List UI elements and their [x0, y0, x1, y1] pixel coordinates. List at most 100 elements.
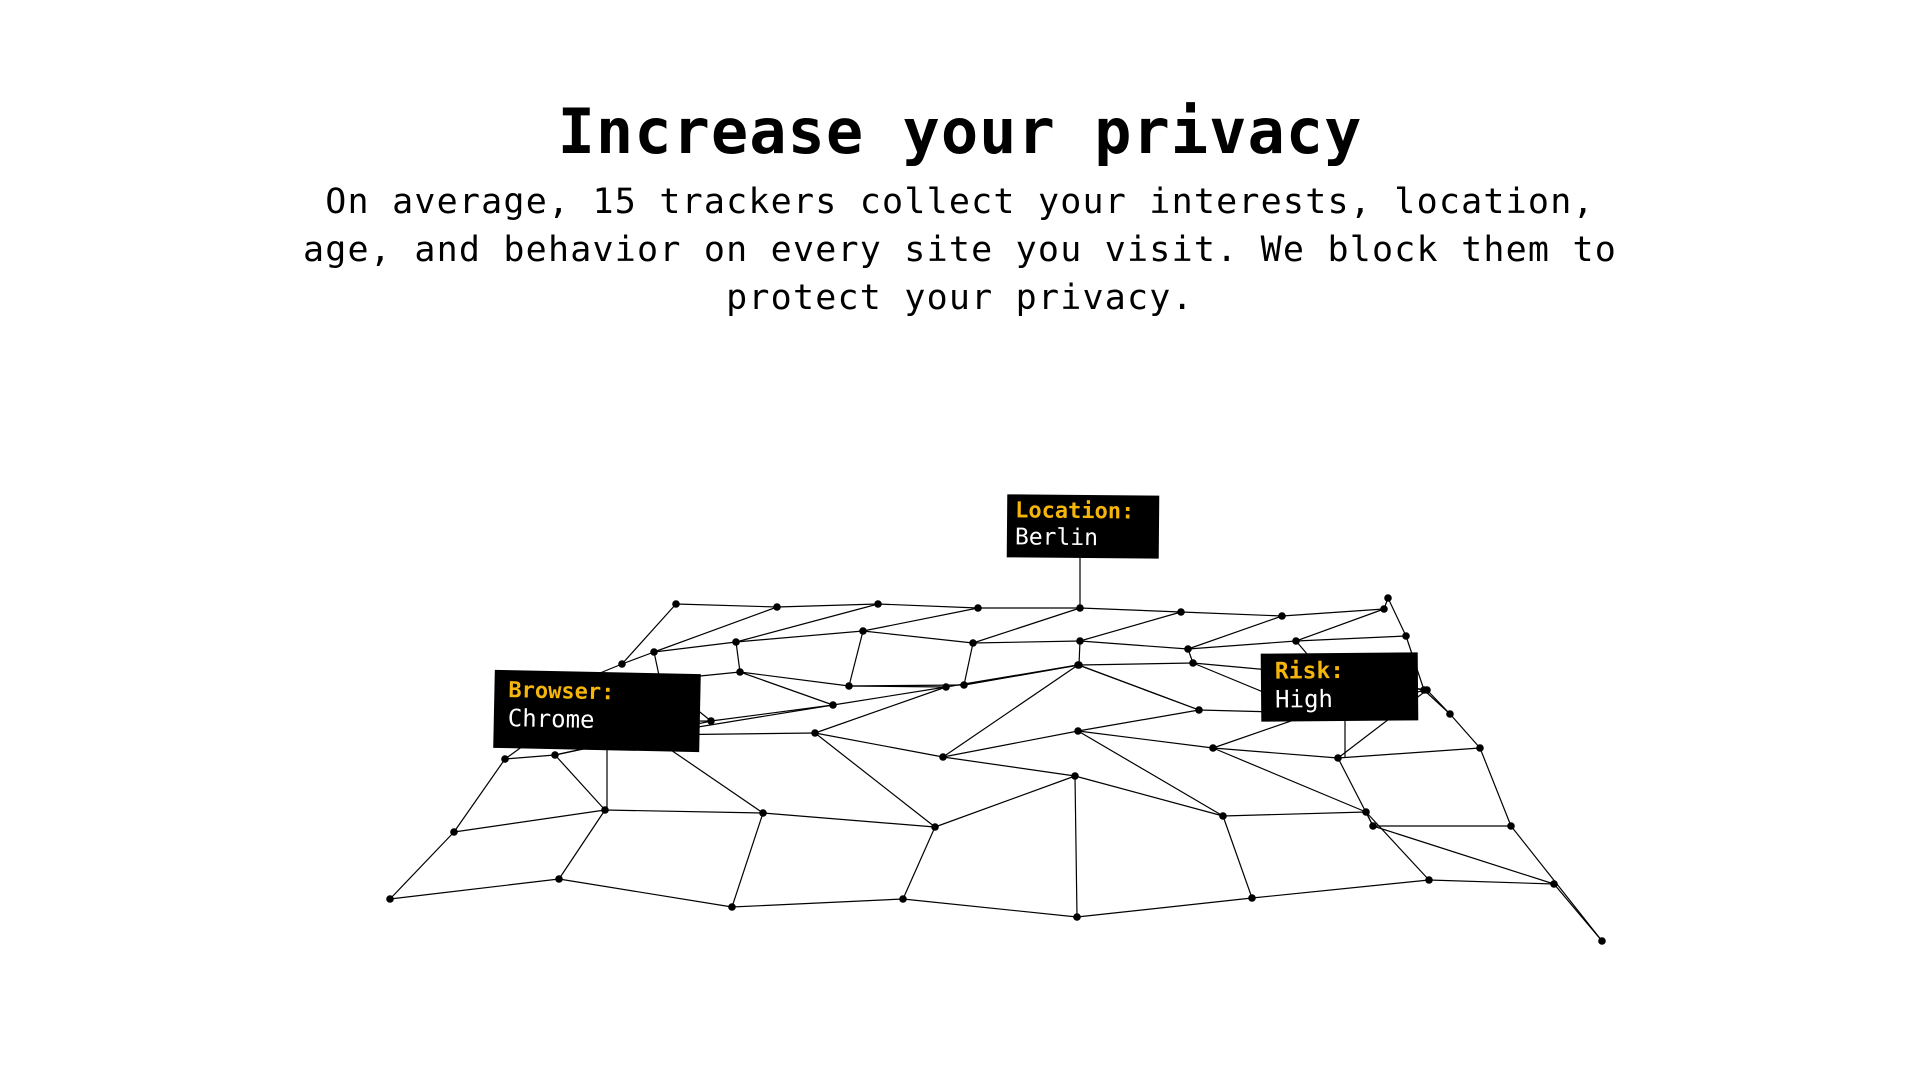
mesh-edge	[972, 607, 1081, 644]
mesh-edge	[1076, 897, 1253, 918]
mesh-edge	[1074, 775, 1224, 817]
mesh-node	[650, 648, 658, 656]
mesh-edge	[1295, 608, 1385, 642]
mesh-edge	[814, 686, 947, 734]
mesh-edge	[1372, 825, 1555, 885]
mesh-edge	[653, 606, 778, 653]
mesh-node	[969, 639, 977, 647]
mesh-node	[736, 668, 744, 676]
mesh-edge	[1079, 607, 1182, 613]
mesh-node	[386, 895, 394, 903]
mesh-edge	[731, 812, 764, 908]
mesh-edge	[1387, 597, 1407, 637]
mesh-edge	[1079, 611, 1182, 642]
mesh-edge	[735, 603, 879, 643]
mesh-edge	[1078, 662, 1194, 666]
mesh-edge	[731, 898, 904, 908]
tag-stems	[606, 558, 1346, 810]
mesh-node	[1334, 754, 1342, 762]
mesh-node	[829, 701, 837, 709]
mesh-node	[874, 600, 882, 608]
mesh-node	[618, 660, 626, 668]
mesh-edge	[942, 730, 1079, 758]
mesh-node	[939, 753, 947, 761]
mesh-edge	[1079, 640, 1189, 650]
mesh-node	[845, 682, 853, 690]
mesh-node	[1184, 645, 1192, 653]
mesh-edge	[1212, 747, 1367, 813]
mesh-edge	[1553, 883, 1603, 942]
mesh-node	[1476, 744, 1484, 752]
mesh-node	[1189, 659, 1197, 667]
mesh-edge	[621, 603, 677, 665]
mesh-edge	[554, 754, 606, 811]
mesh-edge	[1077, 730, 1214, 749]
page-subtitle: On average, 15 trackers collect your int…	[302, 182, 1618, 318]
mesh-node	[1425, 876, 1433, 884]
mesh-node	[759, 809, 767, 817]
mesh-node	[960, 681, 968, 689]
mesh-node	[974, 604, 982, 612]
mesh-edge	[558, 878, 733, 908]
mesh-edge	[902, 898, 1078, 918]
mesh-node	[707, 717, 715, 725]
mesh-edge	[832, 686, 947, 706]
mesh-lines	[389, 597, 1603, 942]
risk-tag: Risk: High	[1260, 652, 1419, 722]
page-title: Increase your privacy	[557, 95, 1363, 168]
mesh-node	[1177, 608, 1185, 616]
mesh-edge	[621, 651, 655, 665]
mesh-edge	[735, 641, 741, 673]
mesh-node	[859, 627, 867, 635]
mesh-edge	[1074, 775, 1078, 918]
mesh-edge	[653, 641, 737, 653]
mesh-edge	[848, 685, 947, 688]
mesh-edge	[814, 732, 936, 828]
mesh-edge	[735, 630, 864, 643]
mesh-edge	[902, 826, 936, 900]
browser-tag: Browser: Chrome	[493, 669, 701, 753]
location-tag-value: Berlin	[1014, 524, 1099, 552]
mesh-edge	[453, 809, 606, 833]
mesh-node	[1446, 710, 1454, 718]
mesh-edge	[675, 603, 778, 608]
mesh-nodes	[386, 594, 1606, 945]
location-tag: Location: Berlin	[1006, 494, 1160, 559]
mesh-node	[450, 828, 458, 836]
mesh-node	[501, 755, 509, 763]
mesh-node	[1278, 612, 1286, 620]
browser-tag-key: Browser:	[508, 678, 615, 706]
mesh-edge	[1222, 811, 1367, 817]
browser-tag-value: Chrome	[507, 704, 595, 734]
mesh-edge	[1077, 730, 1224, 817]
mesh-node	[1362, 808, 1370, 816]
mesh-node	[1423, 686, 1431, 694]
mesh-node	[1071, 772, 1079, 780]
mesh-edge	[776, 603, 879, 608]
mesh-node	[672, 600, 680, 608]
mesh-edge	[1077, 709, 1200, 732]
mesh-edge	[1428, 879, 1555, 885]
mesh-node	[1074, 661, 1082, 669]
mesh-node	[1402, 632, 1410, 640]
mesh-edge	[1479, 747, 1512, 827]
mesh-node	[1219, 812, 1227, 820]
mesh-edge	[862, 630, 974, 644]
mesh-edge	[1251, 879, 1430, 899]
mesh-edge	[963, 642, 974, 686]
mesh-edge	[934, 775, 1076, 828]
mesh-node	[1209, 744, 1217, 752]
mesh-node	[1074, 727, 1082, 735]
mesh-edge	[558, 809, 606, 880]
risk-tag-value: High	[1274, 685, 1334, 714]
mesh-edge	[710, 704, 834, 722]
mesh-edge	[942, 756, 1076, 777]
mesh-node	[899, 895, 907, 903]
mesh-node	[1369, 822, 1377, 830]
mesh-node	[551, 751, 559, 759]
mesh-edge	[1295, 635, 1407, 642]
mesh-edge	[1187, 615, 1283, 650]
mesh-node	[773, 603, 781, 611]
mesh-node	[1292, 637, 1300, 645]
